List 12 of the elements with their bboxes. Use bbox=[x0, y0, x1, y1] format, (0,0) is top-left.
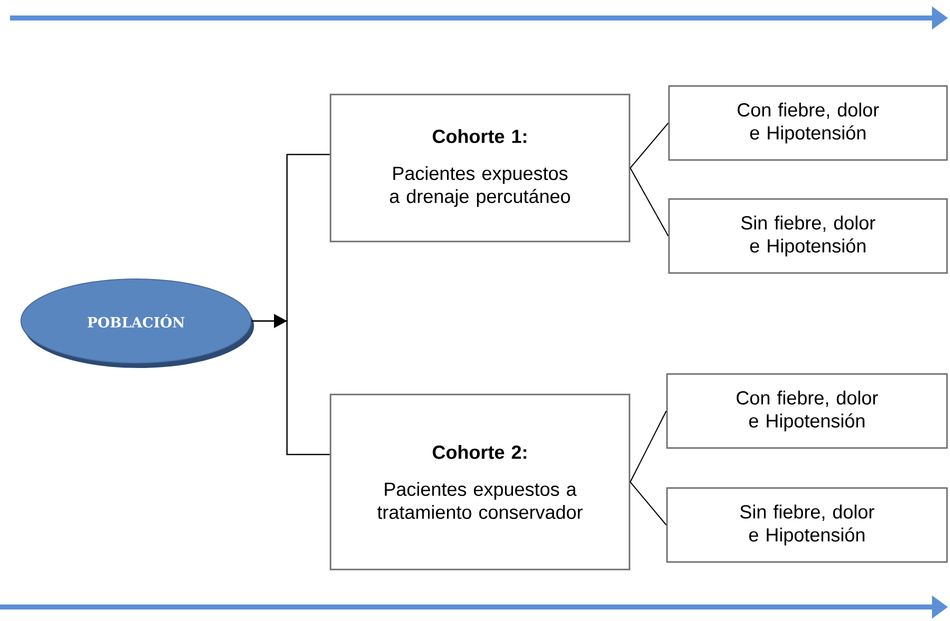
cohort-box: Cohorte 1: Pacientes expuestos a drenaje percutáneo bbox=[330, 94, 630, 242]
bracket-arrow bbox=[252, 314, 330, 456]
outcome-box: Sin fiebre, dolor e Hipotensión bbox=[668, 198, 948, 274]
outcome-box: Con fiebre, dolor e Hipotensión bbox=[668, 85, 948, 161]
outcome-box: Sin fiebre, dolor e Hipotensión bbox=[666, 487, 948, 563]
branch-line bbox=[630, 482, 667, 526]
branch-line bbox=[630, 410, 667, 482]
cohort-box: Cohorte 2: Pacientes expuestos a tratamiento conservador bbox=[330, 394, 630, 570]
ellipse-node: POBLACIÓN bbox=[20, 278, 254, 368]
outcome-box: Con fiebre, dolor e Hipotensión bbox=[666, 373, 948, 449]
branch-line bbox=[630, 122, 669, 168]
branch-line bbox=[630, 168, 669, 236]
